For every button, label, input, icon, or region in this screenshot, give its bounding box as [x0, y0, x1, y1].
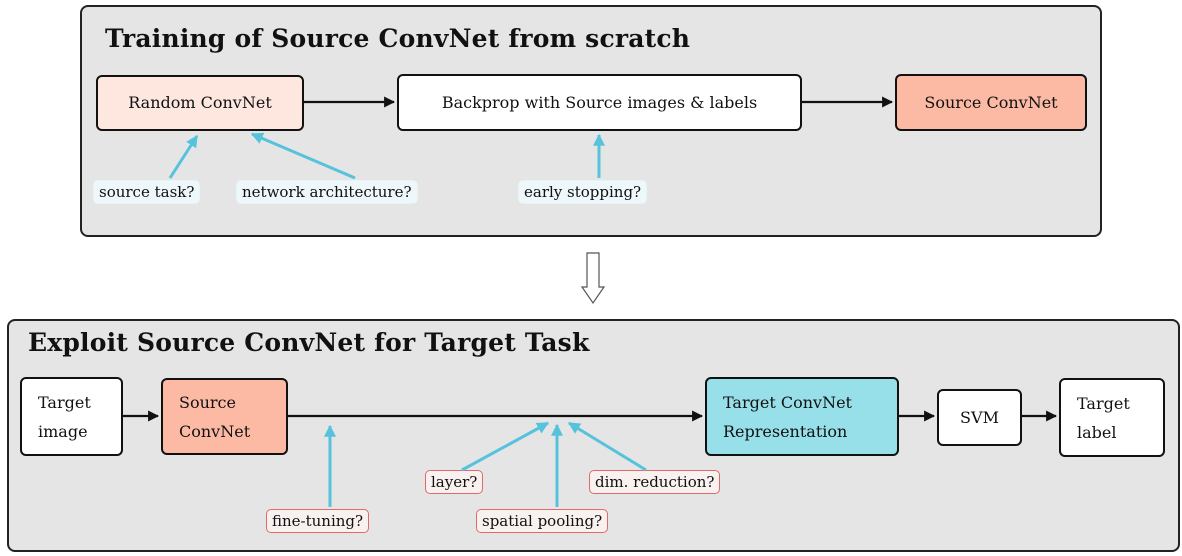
arrow-network-architecture [250, 132, 356, 180]
target-representation-box: Target ConvNet Representation [705, 377, 899, 456]
dim-reduction-question: dim. reduction? [589, 470, 721, 494]
svm-box: SVM [937, 389, 1022, 446]
layer-question: layer? [425, 470, 484, 494]
source-convnet-box-bottom: Source ConvNet [161, 378, 288, 455]
spatial-pooling-question: spatial pooling? [476, 509, 609, 533]
random-convnet-box: Random ConvNet [96, 75, 304, 131]
arrow-dim-reduction [567, 421, 647, 472]
down-arrow [580, 252, 606, 305]
arrow-layer [461, 421, 550, 472]
source-convnet-box: Source ConvNet [895, 74, 1087, 131]
exploit-panel-title: Exploit Source ConvNet for Target Task [28, 328, 590, 357]
training-panel-title: Training of Source ConvNet from scratch [105, 24, 691, 53]
target-image-box: Target image [20, 377, 123, 456]
target-label-box: Target label [1059, 378, 1165, 457]
backprop-box: Backprop with Source images & labels [397, 74, 802, 131]
network-architecture-question: network architecture? [236, 180, 418, 204]
source-task-question: source task? [93, 180, 201, 204]
fine-tuning-question: fine-tuning? [266, 509, 370, 533]
arrow-source-task [168, 134, 199, 179]
early-stopping-question: early stopping? [518, 180, 648, 204]
